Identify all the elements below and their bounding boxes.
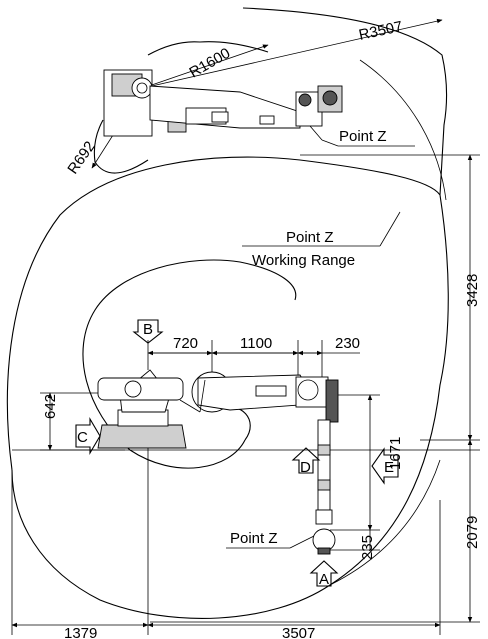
dim-1100: 1100 [240, 335, 272, 352]
dim-2079: 2079 [464, 516, 481, 549]
arc-r1600 [147, 41, 269, 56]
top-view: R3507 R1600 R692 Point Z [64, 7, 448, 201]
svg-text:E: E [384, 459, 394, 476]
arc-r692 [93, 119, 149, 174]
range-label-line1: Point Z [286, 229, 334, 246]
view-marker-d: D [291, 447, 321, 476]
view-marker-b: B [132, 319, 164, 344]
dim-3428: 3428 [464, 274, 481, 307]
radius-label-r1600: R1600 [187, 45, 234, 82]
arc-r3507 [242, 7, 448, 196]
svg-text:D: D [300, 459, 311, 476]
dimension-lines: 3428 2079 1671 235 642 720 1100 230 [11, 154, 481, 639]
dim-1671: 1671 [387, 437, 404, 470]
range-label-line2: Working Range [252, 252, 355, 269]
svg-text:C: C [77, 429, 88, 446]
side-view-robot [97, 369, 339, 555]
svg-text:B: B [143, 321, 153, 338]
view-marker-c: C [75, 416, 101, 456]
dim-235: 235 [359, 535, 376, 560]
dim-720: 720 [173, 335, 198, 352]
svg-text:A: A [319, 571, 329, 588]
view-marker-e: E [371, 447, 399, 485]
radius-label-r692: R692 [64, 138, 98, 177]
view-markers: B C D E A [75, 319, 399, 588]
dim-642: 642 [42, 394, 59, 419]
top-point-z-label: Point Z [339, 128, 387, 145]
top-view-robot [103, 69, 343, 141]
working-range-outline [6, 156, 449, 619]
dim-230: 230 [335, 335, 360, 352]
view-marker-a: A [309, 560, 339, 588]
side-point-z-label: Point Z [230, 530, 278, 547]
dim-1379: 1379 [64, 625, 97, 639]
dim-3507: 3507 [282, 625, 315, 639]
